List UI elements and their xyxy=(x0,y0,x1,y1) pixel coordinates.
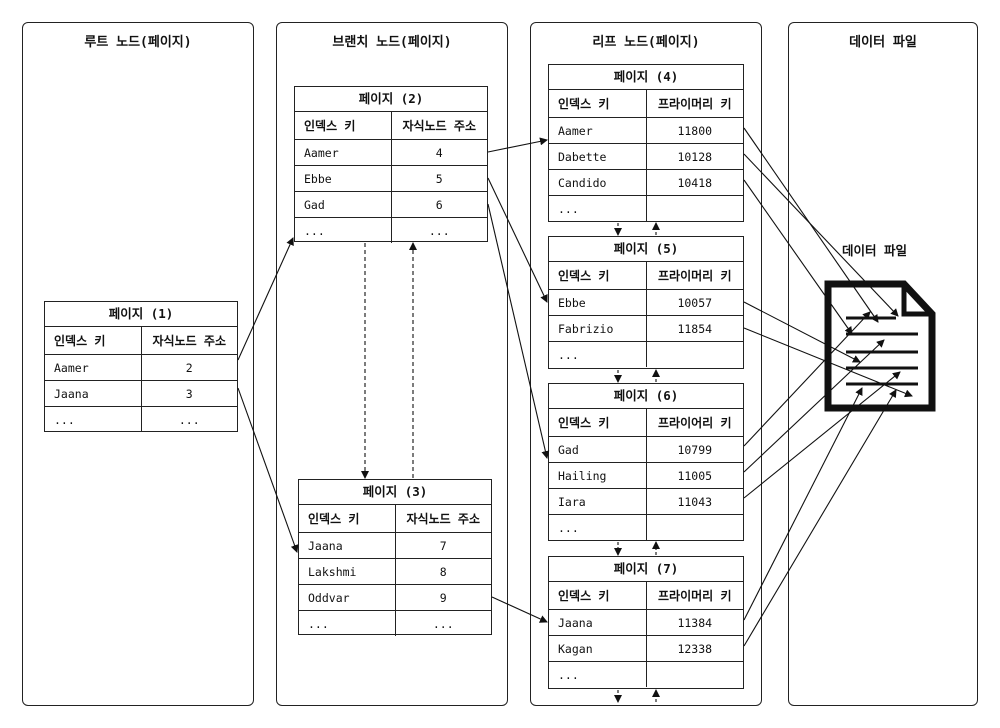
table-row: ...... xyxy=(299,610,491,636)
primary-key-header: 프라이어리 키 xyxy=(646,409,743,437)
table-row: ...... xyxy=(45,406,237,432)
table-row: ... xyxy=(549,514,743,540)
page-5-title: 페이지 (5) xyxy=(549,237,743,262)
data-file-label: 데이터 파일 xyxy=(842,243,908,258)
primary-key-header: 프라이머리 키 xyxy=(646,90,743,118)
root-node-column: 루트 노드(페이지) xyxy=(22,22,254,706)
leaf-node-column-title: 리프 노드(페이지) xyxy=(592,35,700,50)
page-7-title: 페이지 (7) xyxy=(549,557,743,582)
root-node-column-title: 루트 노드(페이지) xyxy=(84,35,192,50)
page-6-title: 페이지 (6) xyxy=(549,384,743,409)
index-key-header: 인덱스 키 xyxy=(295,112,392,140)
child-address-header: 자식노드 주소 xyxy=(395,505,491,533)
data-file-icon xyxy=(824,280,936,412)
table-row: ... xyxy=(549,195,743,221)
index-key-header: 인덱스 키 xyxy=(549,582,647,610)
index-key-header: 인덱스 키 xyxy=(549,90,647,118)
child-address-header: 자식노드 주소 xyxy=(141,327,237,355)
table-row: ... xyxy=(549,661,743,687)
primary-key-header: 프라이머리 키 xyxy=(646,582,743,610)
table-row: ... xyxy=(549,341,743,367)
primary-key-header: 프라이머리 키 xyxy=(646,262,743,290)
page-2-title: 페이지 (2) xyxy=(295,87,487,112)
child-address-header: 자식노드 주소 xyxy=(391,112,487,140)
index-key-header: 인덱스 키 xyxy=(549,409,647,437)
branch-node-column-title: 브랜치 노드(페이지) xyxy=(332,35,452,50)
page-3-title: 페이지 (3) xyxy=(299,480,491,505)
page-1-title: 페이지 (1) xyxy=(45,302,237,327)
page-4-title: 페이지 (4) xyxy=(549,65,743,90)
table-row: ...... xyxy=(295,217,487,243)
index-key-header: 인덱스 키 xyxy=(549,262,647,290)
data-file-column-title: 데이터 파일 xyxy=(849,35,917,50)
index-key-header: 인덱스 키 xyxy=(45,327,142,355)
index-key-header: 인덱스 키 xyxy=(299,505,396,533)
